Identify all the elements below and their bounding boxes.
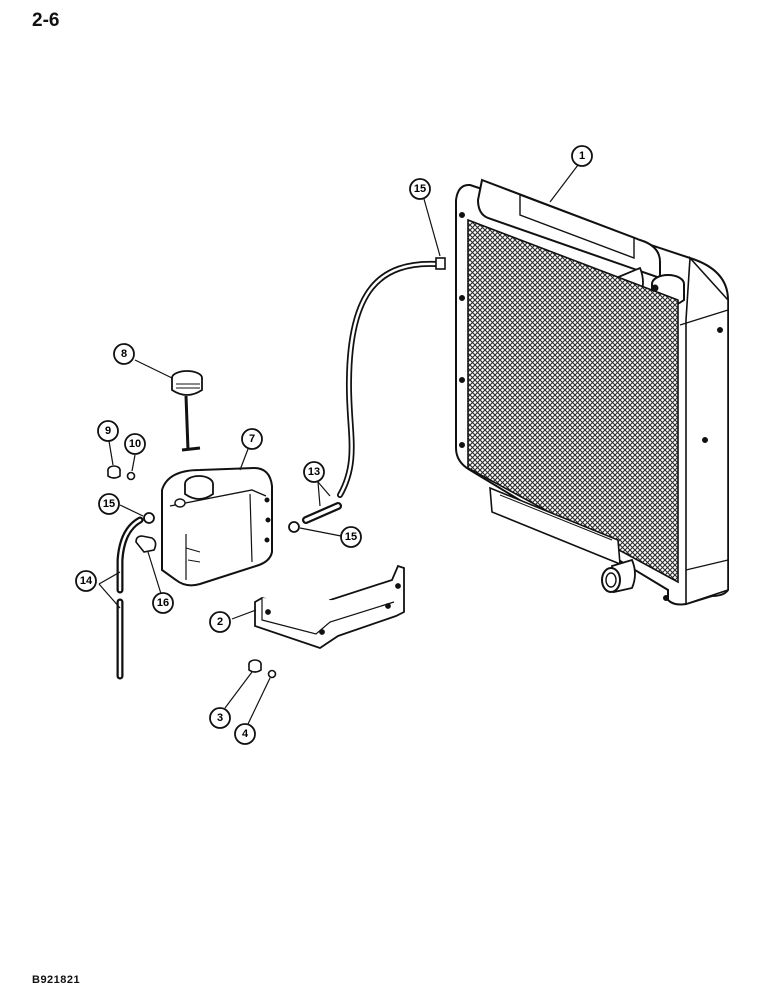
leader-lines [98, 164, 579, 725]
callout-9: 9 [97, 420, 119, 442]
callout-15-mid-label: 15 [345, 531, 357, 543]
callout-7: 7 [241, 428, 263, 450]
callout-15-top: 15 [409, 178, 431, 200]
overflow-hose [337, 260, 439, 498]
callout-10: 10 [124, 433, 146, 455]
callout-2-label: 2 [217, 616, 223, 628]
callout-10-label: 10 [129, 438, 141, 450]
callout-1: 1 [571, 145, 593, 167]
coolant-reservoir [161, 466, 273, 587]
hose-clamp-upper [435, 257, 446, 270]
callout-13-label: 13 [308, 466, 320, 478]
bolt-and-nut-upper [107, 465, 136, 481]
radiator [455, 178, 729, 606]
callout-3-label: 3 [217, 712, 223, 724]
callout-8-label: 8 [121, 348, 127, 360]
callout-7-label: 7 [249, 433, 255, 445]
figure-code: B921821 [32, 974, 81, 986]
short-hose [302, 502, 342, 524]
callout-15-left-label: 15 [103, 498, 115, 510]
callout-15-left: 15 [98, 493, 120, 515]
callout-4: 4 [234, 723, 256, 745]
callout-13: 13 [303, 461, 325, 483]
page-number: 2-6 [32, 10, 60, 31]
hose-clamp-middle [288, 521, 300, 533]
reservoir-cap-dipstick [171, 370, 203, 452]
callout-4-label: 4 [242, 728, 249, 740]
callout-16: 16 [152, 592, 174, 614]
callout-8: 8 [113, 343, 135, 365]
callout-14-label: 14 [80, 575, 93, 587]
hose-clip [135, 535, 157, 553]
reservoir-bracket [254, 564, 405, 649]
callout-15-mid: 15 [340, 526, 362, 548]
callout-3: 3 [209, 707, 231, 729]
drain-hose [116, 516, 144, 680]
callout-1-label: 1 [579, 150, 585, 162]
callout-15-top-label: 15 [414, 183, 426, 195]
bolt-and-nut-lower [248, 659, 277, 679]
callout-2: 2 [209, 611, 231, 633]
hose-clamp-left [143, 512, 155, 524]
callout-14: 14 [75, 570, 97, 592]
callout-9-label: 9 [105, 425, 111, 437]
callout-16-label: 16 [157, 597, 169, 609]
